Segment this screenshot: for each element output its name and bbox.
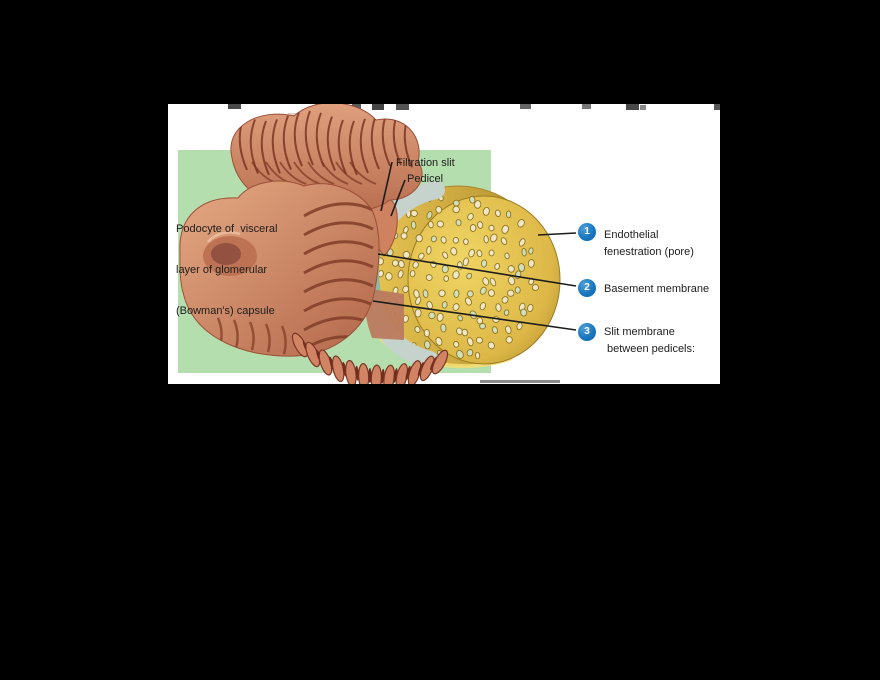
label-filtration-slit: Filtration slit [396, 157, 455, 169]
label-podocyte-line2: layer of glomerular [176, 264, 268, 276]
fenestration-pores [376, 193, 540, 360]
legend-item-2-line-1: Basement membrane [604, 283, 710, 295]
legend-item-3-line-1: Slit membrane [604, 326, 675, 338]
legend-item-3-line-2: between pedicels: [607, 343, 696, 355]
label-pedicel: Pedicel [407, 173, 444, 185]
legend-marker-3: 3 [578, 323, 596, 341]
podocyte-foot-processes [291, 332, 449, 384]
legend-item-endothelial-fenestration: Endothelial fenestration (pore) [604, 227, 694, 261]
legend-item-slit-membrane: Slit membrane between pedicels: [604, 324, 695, 358]
label-podocyte-line1: Podocyte of visceral [176, 223, 278, 235]
leader-lines [372, 161, 577, 331]
legend-item-1-line-1: Endothelial [604, 229, 659, 241]
legend-item-1-line-2: fenestration (pore) [604, 246, 694, 258]
label-podocyte: Podocyte of visceral layer of glomerular… [176, 196, 278, 345]
legend-marker-2: 2 [578, 279, 596, 297]
podocyte-cell [179, 104, 449, 384]
legend-marker-1: 1 [578, 223, 596, 241]
figure-panel: Filtration slit Pedicel Podocyte of visc… [168, 104, 720, 384]
label-podocyte-line3: (Bowman's) capsule [176, 305, 275, 317]
podocyte-illustration [178, 104, 720, 384]
legend-item-basement-membrane: Basement membrane [604, 281, 709, 298]
